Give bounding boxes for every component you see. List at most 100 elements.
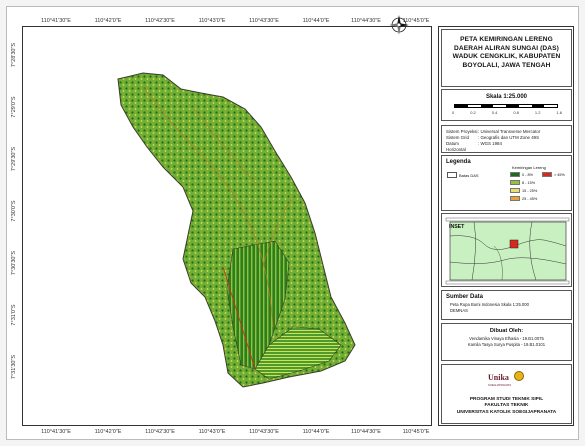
watershed-polygon — [117, 72, 356, 388]
projection-row: Datum Horizontal : WGS 1984 — [446, 141, 567, 153]
lon-tick-top: 110°45'0"E — [402, 18, 430, 24]
inset-label: INSET — [449, 224, 465, 230]
author-title: Dibuat Oleh: — [489, 328, 524, 334]
projection-value: : WGS 1984 — [478, 141, 502, 146]
lon-tick-bottom: 110°41'30"E — [41, 429, 71, 435]
lat-tick-left: 7°29'30"S — [11, 146, 17, 172]
projection-key: Datum Horizontal — [446, 141, 466, 152]
logo-subtext: SOEGIJAPRANATA — [488, 384, 512, 387]
lon-tick-top: 110°41'30"E — [41, 18, 71, 24]
institution-line: PROGRAM STUDI TEKNIK SIPIL — [469, 397, 544, 402]
inset-map — [444, 216, 571, 286]
slope-class-item: 15 - 25% — [510, 188, 537, 193]
author-line: Vendamika Vinaya Elhasia - 19.B1.0075 — [469, 336, 544, 341]
source-line: DEMNAS — [450, 307, 468, 313]
lat-tick-left: 7°31'30"S — [11, 354, 17, 380]
institution-line: UNIVERSITAS KATOLIK SOEGIJAPRANATA — [456, 409, 557, 415]
lon-tick-top: 110°44'30"E — [351, 18, 381, 24]
scale-tick-labels: 0 0.2 0.4 0.8 1.2 1.6 — [452, 110, 562, 115]
logo-text: Unika — [488, 373, 509, 382]
source-box: Sumber Data Peta Rupa Bumi Indonesia Ska… — [441, 290, 572, 320]
logo-emblem-icon — [514, 371, 524, 381]
slope-class-item: 25 - 45% — [510, 196, 537, 201]
legend-title: Legenda — [446, 159, 471, 165]
map-frame — [22, 26, 432, 426]
lat-tick-left: 7°28'30"S — [11, 42, 17, 68]
slope-swatch — [510, 172, 520, 177]
scale-tick: 0.4 — [491, 110, 498, 115]
lat-tick-left: 7°29'0"S — [11, 96, 17, 118]
projection-key: Sistem Grid — [446, 135, 469, 140]
slope-class-item: > 45% — [542, 172, 565, 177]
stream-line — [222, 266, 256, 370]
lon-tick-top: 110°42'30"E — [145, 18, 175, 24]
slope-class-item: 0 - 8% — [510, 172, 533, 177]
slope-class-label: 25 - 45% — [522, 196, 538, 201]
stream-line — [192, 106, 260, 188]
projection-value: : Universal Transverse Mercator — [478, 129, 541, 134]
slope-swatch — [510, 196, 520, 201]
lon-tick-bottom: 110°42'30"E — [145, 429, 175, 435]
lat-tick-left: 7°30'0"S — [11, 200, 17, 222]
slope-swatch — [542, 172, 552, 177]
institution-text: PROGRAM STUDI TEKNIK SIPIL FAKULTAS TEKN… — [442, 397, 571, 416]
map-title-line: PETA KEMIRINGAN LERENG — [460, 36, 553, 43]
lon-tick-bottom: 110°42'0"E — [94, 429, 122, 435]
university-logo: Unika SOEGIJAPRANATA — [488, 371, 528, 391]
legend-das-item: Batas DAS — [447, 172, 479, 178]
slope-swatch — [510, 188, 520, 193]
projection-key: Sistem Proyeksi — [446, 129, 478, 134]
das-boundary-label: Batas DAS — [459, 172, 479, 178]
source-line: Peta Rupa Bumi Indonesia Skala 1:25.000 — [450, 302, 529, 307]
projection-box: Sistem Proyeksi : Universal Transverse M… — [441, 125, 572, 153]
scale-label: Skala 1:25.000 — [485, 94, 528, 100]
lat-tick-left: 7°31'0"S — [11, 304, 17, 326]
scale-box: Skala 1:25.000 0 0.2 0.4 0.8 1.2 1.6 — [441, 89, 572, 121]
source-text: Peta Rupa Bumi Indonesia Skala 1:25.000 … — [446, 302, 567, 313]
lat-tick-left: 7°30'30"S — [11, 250, 17, 276]
lon-tick-bottom: 110°43'30"E — [249, 429, 279, 435]
slope-class-label: > 45% — [554, 172, 565, 177]
slope-class-label: 0 - 8% — [522, 172, 533, 177]
source-title: Sumber Data — [446, 294, 484, 300]
legend-panel: PETA KEMIRINGAN LERENG DAERAH ALIRAN SUN… — [438, 26, 574, 426]
projection-value: : Geografis dan UTM Zone 49S — [478, 135, 540, 140]
legend-box: Legenda Batas DAS Kemiringan Lereng 0 - … — [441, 155, 572, 211]
lon-tick-bottom: 110°43'0"E — [198, 429, 226, 435]
scale-tick: 0.2 — [470, 110, 476, 115]
institution-box: Unika SOEGIJAPRANATA PROGRAM STUDI TEKNI… — [441, 364, 572, 424]
slope-class-label: 8 - 15% — [522, 180, 536, 185]
scale-tick: 0.8 — [513, 110, 519, 115]
flat-zone-horizontal — [254, 326, 342, 380]
lon-tick-top: 110°42'0"E — [94, 18, 122, 24]
slope-class-label: 15 - 25% — [522, 188, 538, 193]
scale-bar — [454, 104, 558, 108]
scale-tick: 0 — [452, 110, 455, 115]
lon-tick-top: 110°44'0"E — [302, 18, 330, 24]
projection-row: Sistem Grid : Geografis dan UTM Zone 49S — [446, 135, 567, 141]
author-line: Kamila Tasya Surya Puspita - 19.B1.0101 — [467, 342, 546, 347]
map-title-line: WADUK CENGKLIK, KABUPATEN — [452, 53, 561, 61]
map-title-box: PETA KEMIRINGAN LERENG DAERAH ALIRAN SUN… — [441, 29, 572, 87]
lon-tick-bottom: 110°45'0"E — [402, 429, 430, 435]
north-arrow-icon — [389, 15, 409, 35]
scale-tick: 1.6 — [556, 110, 562, 115]
author-box: Dibuat Oleh: Vendamika Vinaya Elhasia - … — [441, 323, 572, 361]
slope-swatch — [510, 180, 520, 185]
projection-row: Sistem Proyeksi : Universal Transverse M… — [446, 129, 567, 135]
stream-line — [142, 86, 274, 328]
stream-line — [262, 196, 294, 268]
lon-tick-top: 110°43'0"E — [198, 18, 226, 24]
lon-tick-bottom: 110°44'0"E — [302, 429, 330, 435]
watershed-map — [117, 72, 356, 388]
map-title-line: DAERAH ALIRAN SUNGAI (DAS) — [454, 44, 559, 52]
scale-tick: 1.2 — [534, 110, 541, 115]
das-boundary-swatch — [447, 172, 457, 178]
institution-line: FAKULTAS TEKNIK — [484, 403, 529, 409]
author-text: Vendamika Vinaya Elhasia - 19.B1.0075 Ka… — [442, 336, 571, 348]
map-title-line: BOYOLALI, JAWA TENGAH — [462, 61, 551, 69]
slope-class-item: 8 - 15% — [510, 180, 535, 185]
lon-tick-top: 110°43'30"E — [249, 18, 279, 24]
lon-tick-bottom: 110°44'30"E — [351, 429, 381, 435]
slope-legend-title: Kemiringan Lereng — [512, 165, 546, 170]
